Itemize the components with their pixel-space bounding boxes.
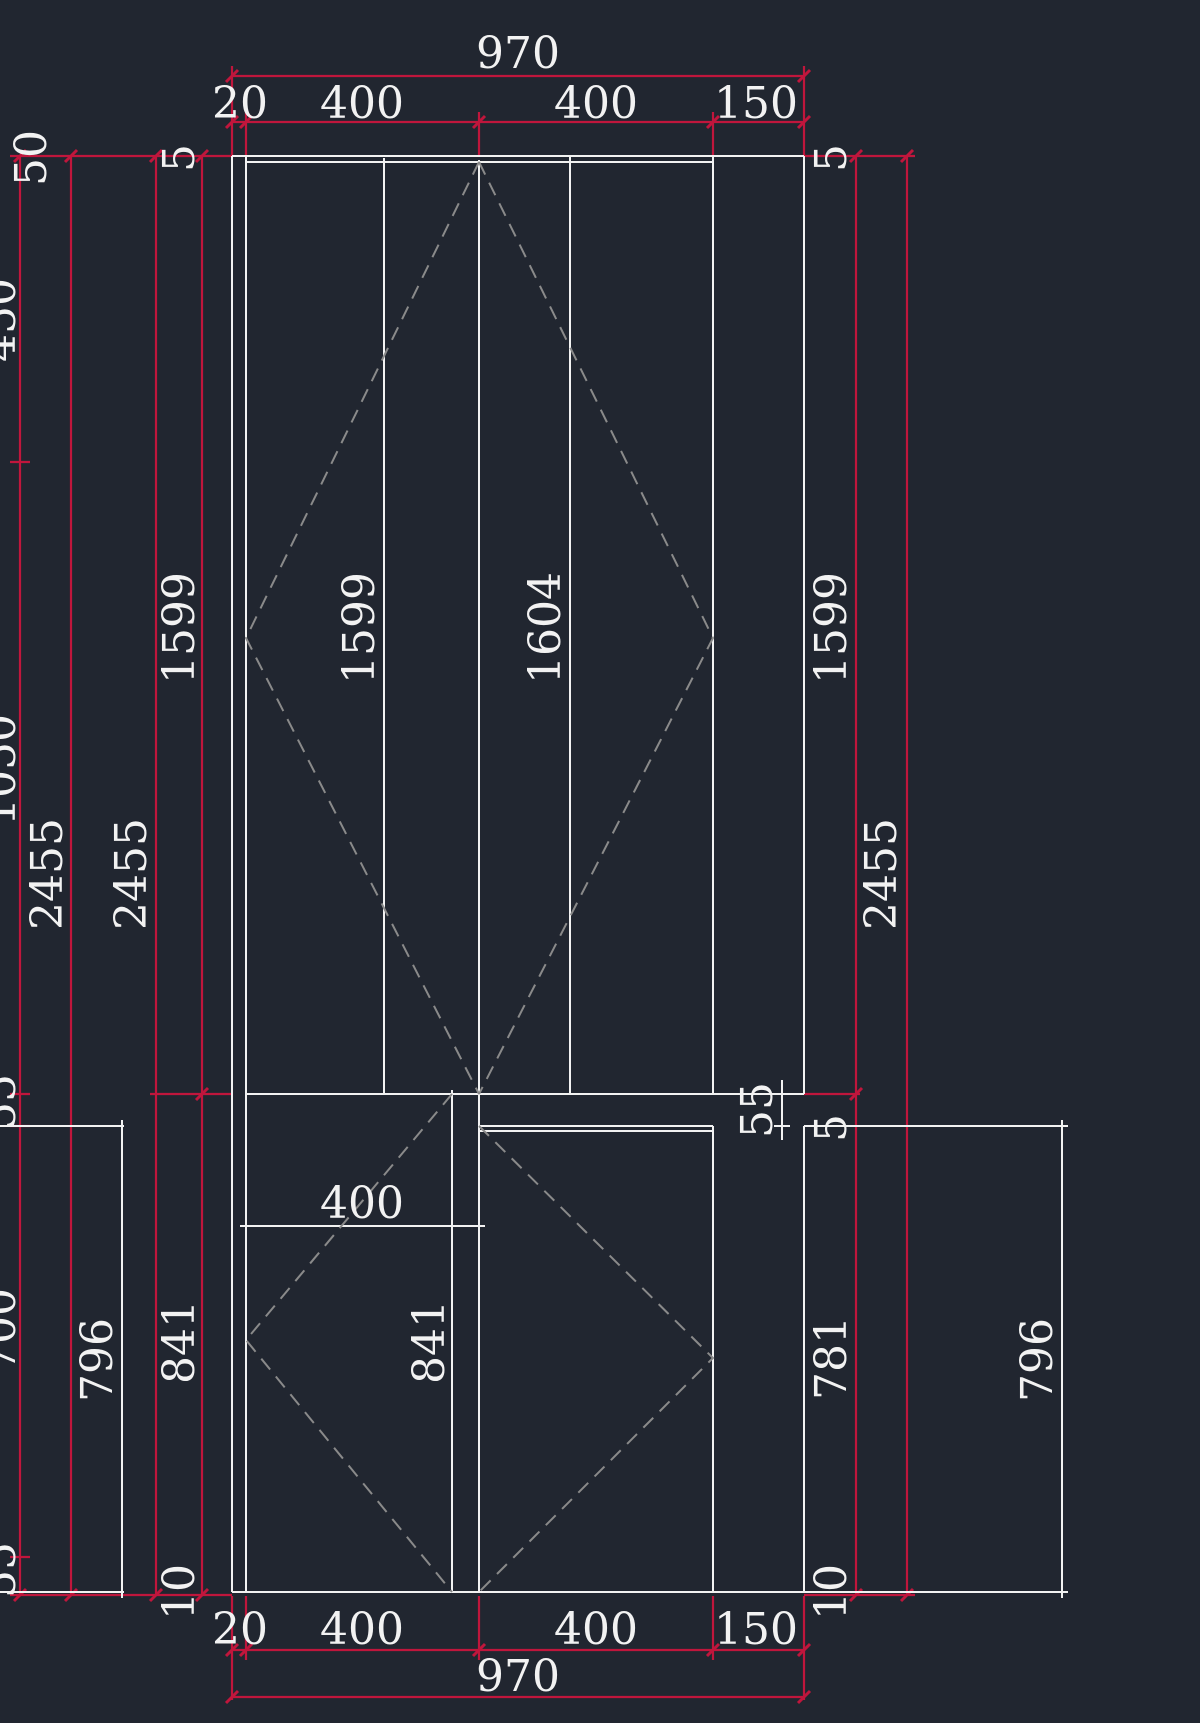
dim-lower-left-height: 841 — [404, 1300, 455, 1384]
dim-bottom-seg-2: 400 — [320, 1604, 404, 1655]
dim-bottom-total: 970 — [476, 1651, 560, 1702]
dim-left-total-b: 2455 — [106, 818, 157, 930]
dim-left-total-a: 2455 — [22, 818, 73, 930]
frame-geometry — [0, 155, 1068, 1598]
dim-bottom-seg-1: 20 — [212, 1604, 268, 1655]
dim-top-seg-2: 400 — [320, 78, 404, 129]
dim-gap: 55 — [732, 1082, 783, 1138]
dim-left-lower-outer: 796 — [72, 1318, 123, 1402]
dimension-ticks — [12, 68, 915, 1705]
dim-left-bottom-offset: 10 — [154, 1564, 205, 1620]
dim-right-top-offset: 5 — [806, 144, 857, 172]
dim-bottom-seg-4: 150 — [714, 1604, 798, 1655]
dim-left-lower: 841 — [154, 1300, 205, 1384]
dim-panel-left-height: 1599 — [334, 572, 385, 684]
dim-left-edge-partial-e: 55 — [0, 1542, 26, 1598]
dim-right-inner-height: 1599 — [806, 572, 857, 684]
dim-left-edge-partial-a: 450 — [0, 278, 26, 362]
dim-left-top-offset: 5 — [154, 144, 205, 172]
dim-right-lower: 781 — [806, 1316, 857, 1400]
dim-top-seg-1: 20 — [212, 78, 268, 129]
dim-left-edge-top: 50 — [6, 130, 57, 186]
dim-right-mid-offset: 5 — [806, 1114, 857, 1142]
dim-right-bottom-offset: 10 — [806, 1564, 857, 1620]
dim-left-edge-partial-d: 700 — [0, 1288, 26, 1372]
dim-top-seg-4: 150 — [714, 78, 798, 129]
hidden-lines — [244, 161, 715, 1593]
dimension-labels: 970 20 400 400 150 20 400 400 150 970 40… — [0, 28, 1063, 1702]
dim-left-edge-partial-b: 1050 — [0, 714, 26, 826]
dim-top-seg-3: 400 — [554, 78, 638, 129]
dim-top-total: 970 — [476, 28, 560, 79]
dim-left-edge-partial-c: 55 — [0, 1074, 26, 1130]
dim-lower-left-width: 400 — [320, 1178, 404, 1229]
dim-right-lower-outer: 796 — [1012, 1318, 1063, 1402]
dim-left-inner-height: 1599 — [154, 572, 205, 684]
dim-bottom-seg-3: 400 — [554, 1604, 638, 1655]
dim-right-total: 2455 — [856, 818, 907, 930]
dim-panel-right-height: 1604 — [520, 572, 571, 684]
